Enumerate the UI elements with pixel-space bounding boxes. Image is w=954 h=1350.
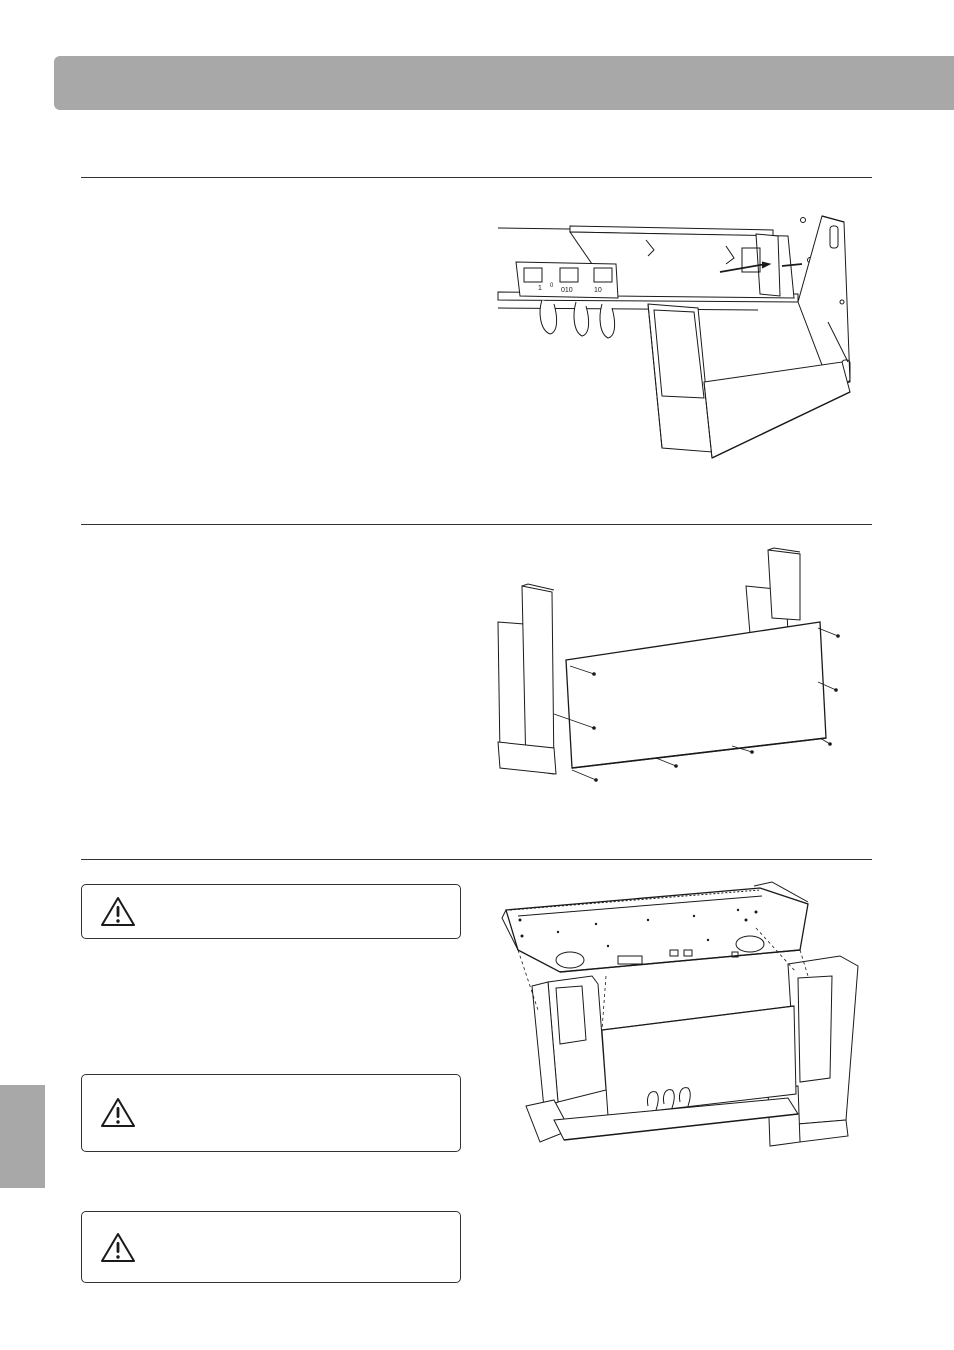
section-divider-2 xyxy=(81,524,872,525)
section-divider-3 xyxy=(81,859,872,860)
pedal-label-1: 1 xyxy=(538,285,542,292)
pedal-label-4: 10 xyxy=(594,287,602,294)
warning-box-1 xyxy=(81,884,461,939)
figure-back-panel-assembly xyxy=(496,547,850,784)
warning-triangle-icon xyxy=(101,1098,135,1127)
warning-box-2 xyxy=(81,1074,461,1152)
warning-box-3 xyxy=(81,1211,461,1283)
page-header-bar xyxy=(54,56,954,110)
section-divider-1 xyxy=(81,177,872,178)
pedal-label-3: 010 xyxy=(561,287,573,294)
chapter-side-tab xyxy=(0,1085,45,1188)
pedal-label-2: 0 xyxy=(550,283,554,289)
warning-triangle-icon xyxy=(101,1233,135,1262)
warning-triangle-icon xyxy=(101,897,135,926)
figure-pedal-assembly: 1 0 010 10 xyxy=(497,212,878,462)
figure-main-unit-mounting xyxy=(498,880,866,1156)
